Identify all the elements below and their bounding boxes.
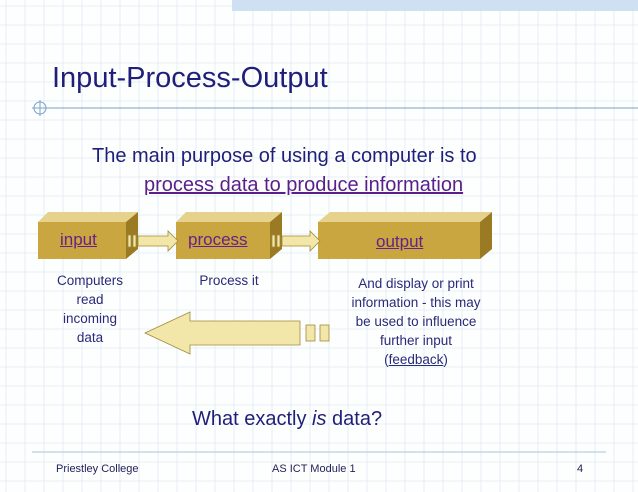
process-description-line: Process it xyxy=(199,273,259,288)
feedback-line: (feedback) xyxy=(326,350,506,369)
input-description-line: incoming xyxy=(62,311,118,326)
output-description-line: be used to influence xyxy=(355,314,477,329)
header-banner xyxy=(232,0,638,11)
input-description-line: data xyxy=(76,330,104,345)
slide-title: Input-Process-Output xyxy=(52,62,328,94)
process-description: Process it xyxy=(174,271,284,290)
feedback-arrow xyxy=(144,311,330,355)
output-box xyxy=(318,212,492,259)
question-text: What exactly is data? xyxy=(192,408,382,431)
process-label: process xyxy=(188,230,248,249)
feedback-link[interactable]: feedback xyxy=(388,352,444,367)
arrow-process-to-output xyxy=(271,230,321,252)
body-text-line1: The main purpose of using a computer is … xyxy=(92,145,477,167)
input-description-line: Computers xyxy=(56,273,124,288)
footer-left: Priestley College xyxy=(56,463,139,475)
output-label: output xyxy=(376,232,424,251)
slide-number: 4 xyxy=(577,463,584,475)
crosshair-icon xyxy=(32,100,48,116)
input-box xyxy=(38,212,138,259)
input-description-line: read xyxy=(76,292,104,307)
input-description: Computers read incoming data xyxy=(40,271,140,347)
output-description: And display or print information - this … xyxy=(326,274,506,369)
question-prefix: What exactly xyxy=(192,408,313,430)
output-description-line: And display or print xyxy=(358,276,474,291)
question-suffix: data? xyxy=(326,408,383,430)
body-text-line2-link[interactable]: process data to produce information xyxy=(144,174,464,196)
arrow-input-to-process xyxy=(127,230,179,252)
input-label: input xyxy=(60,230,97,249)
feedback-close-paren: ) xyxy=(443,352,448,367)
output-description-line: information - this may xyxy=(351,295,481,310)
question-emphasis: is xyxy=(312,408,327,430)
process-box xyxy=(176,212,282,259)
footer-center: AS ICT Module 1 xyxy=(272,463,356,475)
feedback-open-paren: ( xyxy=(384,352,389,367)
output-description-line: further input xyxy=(379,333,453,348)
